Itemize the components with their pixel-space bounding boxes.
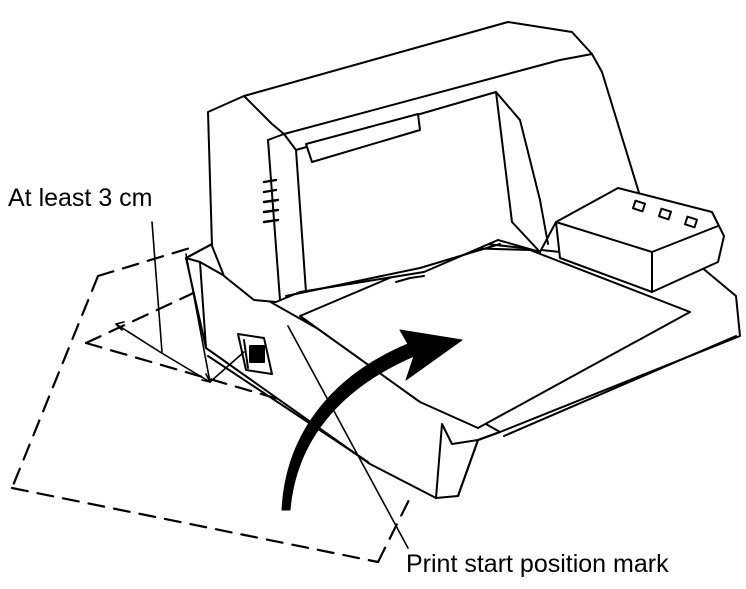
position-mark — [237, 333, 273, 375]
clearance-label: At least 3 cm — [8, 184, 153, 212]
printer-housing — [207, 21, 641, 303]
curved-insert-arrow-icon — [281, 329, 463, 511]
dimension-lines — [115, 221, 245, 383]
print-start-mark-label: Print start position mark — [406, 550, 669, 578]
mark-leader-line — [287, 325, 409, 549]
control-panel — [555, 187, 725, 293]
